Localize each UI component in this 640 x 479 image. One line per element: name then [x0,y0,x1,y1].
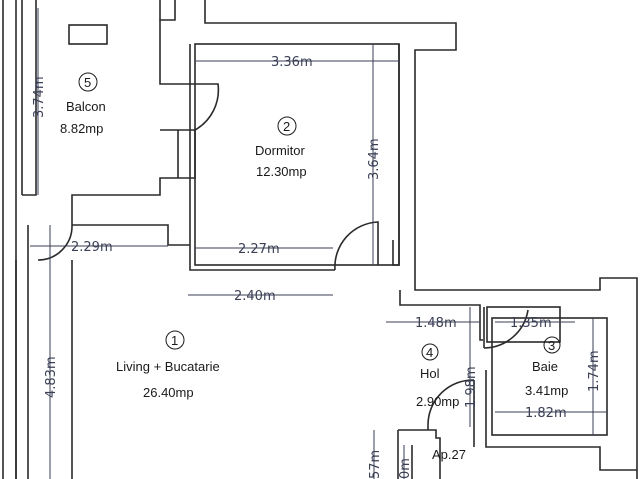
svg-text:3.41mp: 3.41mp [525,383,568,398]
dimension-lines [30,8,607,479]
svg-text:Balcon: Balcon [66,99,106,114]
dim-baie-bottom: 1.82m [525,406,567,421]
dim-living-top-left: 2.29m [71,240,113,255]
room-label-hol: 4 Hol 2.90mp [416,343,459,409]
dim-entry-2: 0m [398,458,413,479]
svg-text:5: 5 [84,75,91,90]
svg-text:8.82mp: 8.82mp [60,121,103,136]
svg-text:2.90mp: 2.90mp [416,394,459,409]
svg-text:Living + Bucatarie: Living + Bucatarie [116,359,220,374]
dimension-labels: 3.74m 3.36m 3.64m 2.27m 2.29m 2.40m 4.83… [32,55,602,479]
dim-balcon-height: 3.74m [32,76,47,118]
svg-text:3: 3 [548,338,555,353]
svg-text:Dormitor: Dormitor [255,143,306,158]
dim-baie-top: 1.35m [510,316,552,331]
svg-text:1: 1 [171,333,178,348]
dim-living-top-right: 2.40m [234,289,276,304]
svg-text:12.30mp: 12.30mp [256,164,307,179]
svg-text:4: 4 [426,345,433,360]
room-label-baie: 3 Baie 3.41mp [525,336,568,398]
svg-text:Hol: Hol [420,366,440,381]
dim-living-height: 4.83m [44,356,59,398]
room-label-balcon: 5 Balcon 8.82mp [60,72,106,136]
dim-dormitor-width: 3.36m [271,55,313,70]
room-label-living: 1 Living + Bucatarie 26.40mp [116,330,220,400]
svg-text:2: 2 [283,119,290,134]
doors [37,83,529,430]
svg-text:26.40mp: 26.40mp [143,385,194,400]
apartment-label: Ap.27 [432,447,466,462]
dim-hol-width: 1.48m [415,316,457,331]
room-label-dormitor: 2 Dormitor 12.30mp [255,116,307,179]
dim-baie-height: 1.74m [587,350,602,392]
dim-entry-1: 57m [368,450,383,479]
svg-text:Baie: Baie [532,359,558,374]
dim-dormitor-height: 3.64m [367,138,382,180]
dim-dormitor-bottom: 2.27m [238,242,280,257]
dim-hol-height: 1.98m [464,366,479,408]
